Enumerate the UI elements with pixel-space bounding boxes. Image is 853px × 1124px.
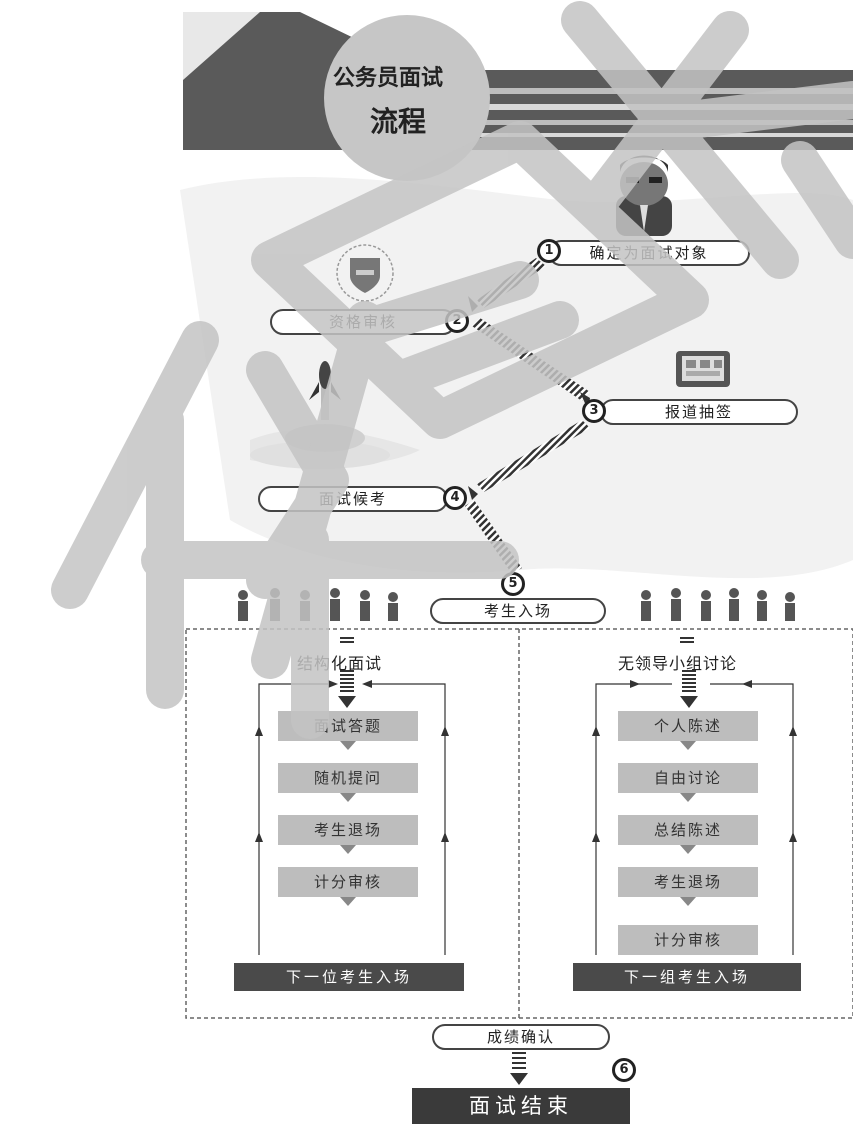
title-circle bbox=[324, 15, 490, 181]
right-item-5: 计分审核 bbox=[618, 925, 758, 955]
step-1-number: 1 bbox=[537, 239, 561, 263]
left-panel-footer: 下一位考生入场 bbox=[234, 963, 464, 991]
right-panel-footer: 下一组考生入场 bbox=[573, 963, 801, 991]
page-title-line2: 流程 bbox=[370, 105, 427, 138]
connector-3-4 bbox=[477, 420, 590, 492]
tablet bbox=[676, 351, 730, 387]
crowd-right bbox=[641, 588, 795, 621]
step-4-number: 4 bbox=[443, 486, 467, 510]
right-item-4: 考生退场 bbox=[618, 867, 758, 897]
step-3-label: 报道抽签 bbox=[600, 399, 798, 425]
step-6-label: 成绩确认 bbox=[432, 1024, 610, 1050]
left-item-4: 计分审核 bbox=[278, 867, 418, 897]
page-title-line1: 公务员面试 bbox=[333, 66, 444, 91]
final-step: 面试结束 bbox=[412, 1088, 630, 1124]
step-3-number: 3 bbox=[582, 399, 606, 423]
right-item-3: 总结陈述 bbox=[618, 815, 758, 845]
item-pointers bbox=[340, 741, 696, 906]
shield-badge bbox=[336, 244, 394, 302]
down-arrows bbox=[338, 637, 698, 1085]
right-item-1: 个人陈述 bbox=[618, 711, 758, 741]
step-5-label: 考生入场 bbox=[430, 598, 606, 624]
step-6-number: 6 bbox=[612, 1058, 636, 1082]
left-item-2: 随机提问 bbox=[278, 763, 418, 793]
right-panel-title: 无领导小组讨论 bbox=[618, 654, 738, 673]
right-loop bbox=[595, 683, 794, 955]
left-item-3: 考生退场 bbox=[278, 815, 418, 845]
right-item-2: 自由讨论 bbox=[618, 763, 758, 793]
